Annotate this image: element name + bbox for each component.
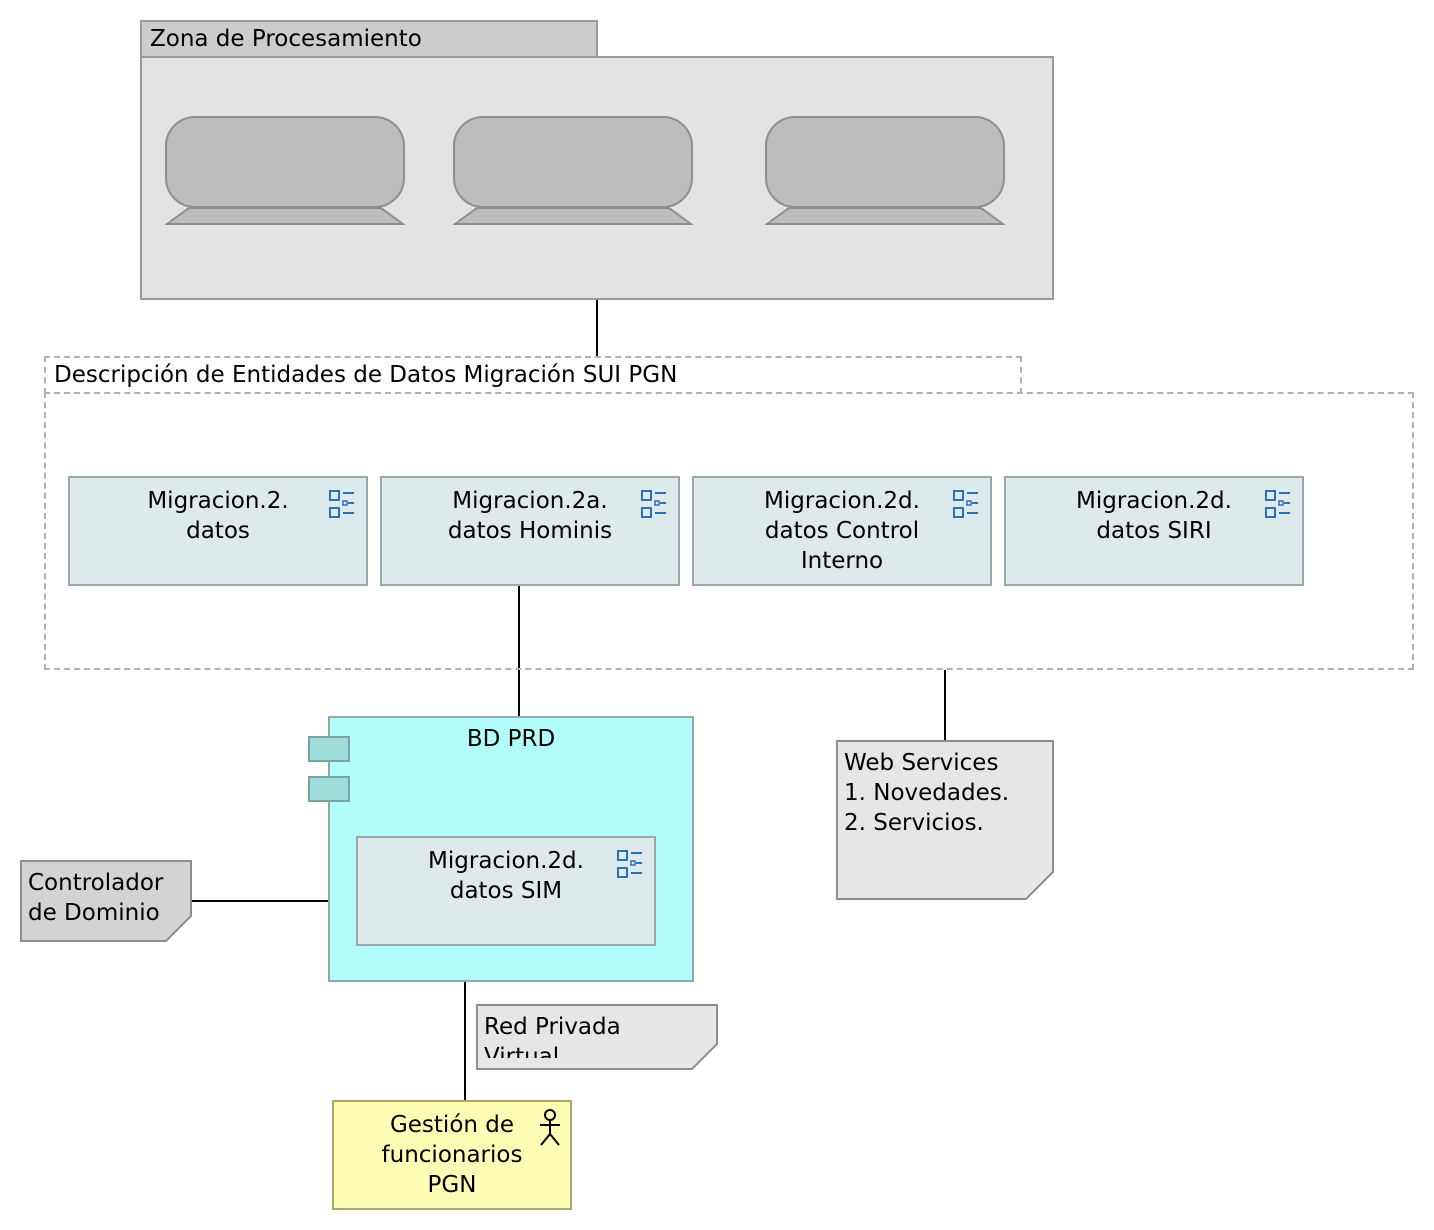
note-controlador-dominio[interactable]: Controlador de Dominio xyxy=(20,860,192,942)
actor-icon xyxy=(540,1109,560,1146)
device-screen xyxy=(765,116,1005,208)
connector-zona-grouping xyxy=(596,300,598,356)
data-object-label: Migracion.2d. datos SIRI xyxy=(1076,488,1232,544)
note-red-privada-virtual[interactable]: Red Privada Virtual xyxy=(476,1004,718,1070)
zona-procesamiento-title: Zona de Procesamiento xyxy=(150,26,422,52)
device-screen xyxy=(453,116,693,208)
data-object-label: Migracion.2d. datos Control Interno xyxy=(764,488,920,574)
data-object-icon xyxy=(641,490,666,518)
node-title: BD PRD xyxy=(466,726,556,752)
device-base-icon xyxy=(165,207,405,225)
data-object-migracion-2d-control-interno[interactable]: Migracion.2d. datos Control Interno xyxy=(692,476,992,586)
data-object-icon xyxy=(617,850,642,878)
grouping-descripcion-entidades[interactable] xyxy=(44,392,1414,670)
data-object-icon xyxy=(953,490,978,518)
node-port-icon xyxy=(308,736,350,762)
connector-sim-actor xyxy=(464,944,466,1102)
device-base-icon xyxy=(765,207,1005,225)
data-object-label: Migracion.2. datos xyxy=(147,488,289,544)
data-object-icon xyxy=(329,490,354,518)
note-web-services[interactable]: Web Services 1. Novedades. 2. Servicios. xyxy=(836,740,1054,900)
connector-controlador-sim xyxy=(190,900,358,902)
device-base-icon xyxy=(453,207,693,225)
device-2[interactable] xyxy=(453,116,693,228)
device-3[interactable] xyxy=(765,116,1005,228)
connector-grouping-webservices xyxy=(944,670,946,742)
connector-hominis-sim xyxy=(518,586,520,838)
node-port-icon xyxy=(308,776,350,802)
actor-gestion-funcionarios[interactable]: Gestión de funcionarios PGN xyxy=(332,1100,572,1210)
grouping-title: Descripción de Entidades de Datos Migrac… xyxy=(54,362,678,388)
note-shape xyxy=(836,740,1054,900)
data-object-label: Migracion.2a. datos Hominis xyxy=(447,488,613,544)
note-shape xyxy=(20,860,192,942)
zona-procesamiento-tab[interactable]: Zona de Procesamiento xyxy=(140,20,598,58)
data-object-label: Migracion.2d. datos SIM xyxy=(428,848,584,904)
device-screen xyxy=(165,116,405,208)
grouping-tab[interactable]: Descripción de Entidades de Datos Migrac… xyxy=(44,356,1022,394)
zona-procesamiento[interactable] xyxy=(140,56,1054,300)
data-object-migracion-2d-siri[interactable]: Migracion.2d. datos SIRI xyxy=(1004,476,1304,586)
note-red-privada-text: Red Privada Virtual xyxy=(484,1014,621,1058)
data-object-icon xyxy=(1265,490,1290,518)
device-1[interactable] xyxy=(165,116,405,228)
data-object-migracion-2d-sim[interactable]: Migracion.2d. datos SIM xyxy=(356,836,656,946)
data-object-migracion-2-datos[interactable]: Migracion.2. datos xyxy=(68,476,368,586)
note-web-services-text: Web Services 1. Novedades. 2. Servicios. xyxy=(844,750,1010,836)
note-controlador-text: Controlador de Dominio xyxy=(28,870,164,926)
actor-label: Gestión de funcionarios PGN xyxy=(381,1112,523,1198)
data-object-migracion-2a-hominis[interactable]: Migracion.2a. datos Hominis xyxy=(380,476,680,586)
note-shape xyxy=(476,1004,718,1070)
